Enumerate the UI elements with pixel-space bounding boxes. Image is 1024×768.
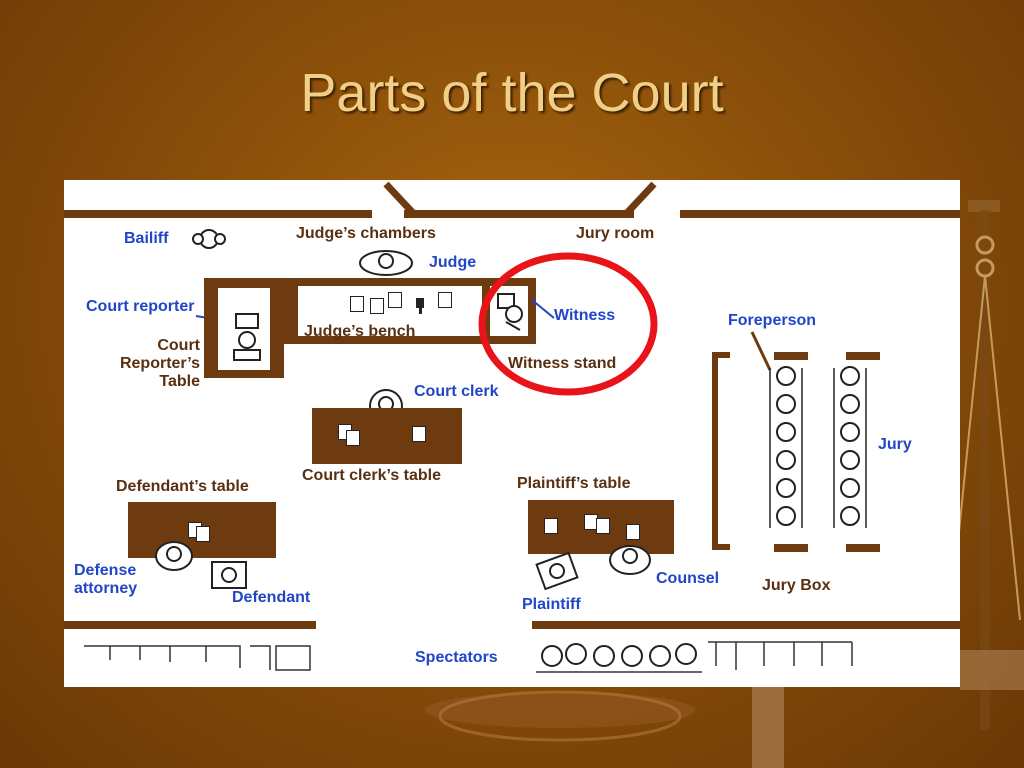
label-line: Table <box>159 373 200 390</box>
jury-row-back-bottom <box>846 544 880 552</box>
label-jury: Jury <box>878 436 912 453</box>
clerk-document <box>346 430 360 446</box>
bench-document <box>438 292 452 308</box>
bench-document <box>350 296 364 312</box>
court-clerks-table <box>312 408 462 464</box>
plaintiff-document <box>596 518 610 534</box>
plaintiff-document <box>626 524 640 540</box>
label-court-clerks-table: Court clerk’s table <box>302 467 442 484</box>
counsel-person-icon <box>609 545 651 575</box>
label-court-clerk: Court clerk <box>414 383 499 400</box>
jurors-icon <box>769 366 867 528</box>
label-plaintiffs-table: Plaintiff’s table <box>517 475 631 492</box>
courtroom-diagram: Bailiff Judge’s chambers Jury room Judge… <box>64 180 960 687</box>
scale-dish-icon <box>425 690 695 742</box>
plaintiff-person-icon <box>535 552 579 591</box>
jury-row-front-bottom <box>774 544 808 552</box>
label-witness-stand: Witness stand <box>508 355 617 372</box>
jury-box-top <box>712 352 730 358</box>
label-spectators: Spectators <box>415 649 498 666</box>
label-defendants-table: Defendant’s table <box>116 478 249 495</box>
gavel-icon <box>416 298 424 314</box>
jury-row-back-top <box>846 352 880 360</box>
label-line: Defense <box>74 562 137 579</box>
jury-row-front-top <box>774 352 808 360</box>
defense-attorney-person-icon <box>155 541 193 571</box>
label-plaintiff: Plaintiff <box>522 596 581 613</box>
witness-pointer-line <box>531 299 555 319</box>
highlight-circle <box>478 252 658 396</box>
defendant-person-icon <box>211 561 247 589</box>
bench-document <box>370 298 384 314</box>
spectators-icon <box>536 641 853 673</box>
label-court-reporters-table: Court Reporter’s Table <box>92 337 200 391</box>
top-wall-left <box>64 210 372 218</box>
label-line: attorney <box>74 580 138 597</box>
bench-document <box>388 292 402 308</box>
label-defendant: Defendant <box>232 589 311 606</box>
label-judges-bench: Judge’s bench <box>304 323 416 340</box>
bottom-wall-right <box>532 621 960 629</box>
label-jury-box: Jury Box <box>762 577 831 594</box>
defendant-document <box>196 526 210 542</box>
label-judge: Judge <box>429 254 477 271</box>
bottom-wall-left <box>64 621 316 629</box>
court-reporter-person-icon <box>233 313 261 361</box>
foreperson-pointer-line <box>750 331 772 371</box>
label-counsel: Counsel <box>656 570 720 587</box>
scale-post <box>752 687 784 768</box>
clerk-document <box>412 426 426 442</box>
label-line: Court <box>157 337 200 354</box>
label-bailiff: Bailiff <box>124 230 169 247</box>
doorway-lines <box>383 181 657 217</box>
plaintiff-document <box>544 518 558 534</box>
label-defense-attorney: Defense attorney <box>74 562 137 598</box>
slide-title: Parts of the Court <box>300 63 724 123</box>
judge-person-icon <box>359 250 413 276</box>
top-wall-right <box>680 210 960 218</box>
jury-box-wall <box>712 352 718 550</box>
jury-box-bottom <box>712 544 730 550</box>
label-court-reporter: Court reporter <box>86 298 195 315</box>
witness-person-icon <box>497 293 523 331</box>
label-jury-room: Jury room <box>576 225 655 242</box>
label-judges-chambers: Judge’s chambers <box>296 225 436 242</box>
spectator-benches-left <box>84 645 311 671</box>
label-foreperson: Foreperson <box>728 312 817 329</box>
top-wall-middle <box>404 210 634 218</box>
bailiff-person-icon <box>192 229 226 249</box>
label-line: Reporter’s <box>119 355 200 372</box>
label-witness: Witness <box>554 307 616 324</box>
